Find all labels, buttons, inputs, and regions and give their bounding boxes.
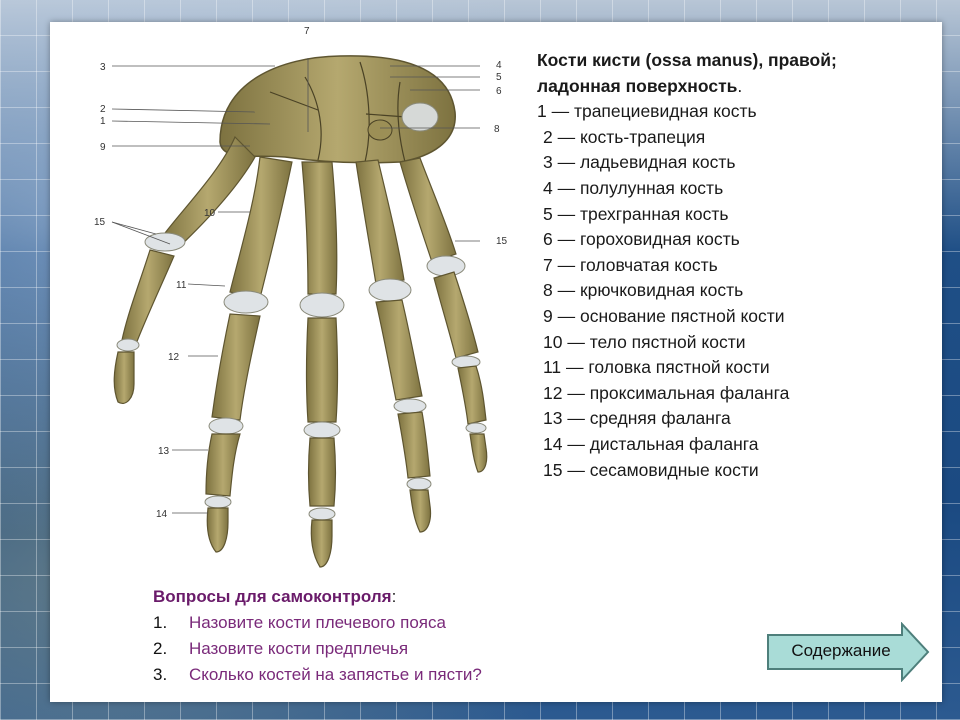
legend-item: 1 — трапециевидная кость — [537, 101, 757, 122]
diagram-label-4: 4 — [496, 60, 502, 71]
diagram-label-2: 2 — [100, 104, 106, 115]
legend-title-line1: Кости кисти (ossa manus), правой; — [537, 50, 837, 70]
index-finger-bones — [204, 156, 293, 553]
questions-title: Вопросы для самоконтроля: — [153, 587, 397, 606]
diagram-label-14: 14 — [156, 509, 168, 520]
legend-item: 4 — полулунная кость — [543, 177, 724, 198]
diagram-label-10: 10 — [204, 208, 216, 219]
legend-item: 5 — трехгранная кость — [543, 203, 729, 224]
diagram-label-3: 3 — [100, 62, 106, 73]
pisiform-bone — [367, 119, 393, 141]
diagram-label-11: 11 — [176, 280, 187, 291]
diagram-label-9: 9 — [100, 142, 106, 153]
slide-panel: 7 3 4 5 6 2 1 8 9 10 15 15 11 12 13 14 К… — [50, 22, 942, 702]
diagram-label-6: 6 — [496, 86, 502, 97]
self-check-questions: Вопросы для самоконтроля: 1.Назовите кос… — [153, 584, 653, 688]
diagram-label-15-left: 15 — [94, 217, 106, 228]
legend-item: 2 — кость-трапеция — [543, 126, 706, 147]
contents-button[interactable]: Содержание — [766, 622, 930, 682]
question-item: 1.Назовите кости плечевого пояса — [153, 613, 446, 632]
diagram-label-1: 1 — [100, 116, 106, 127]
legend-item: 15 — сесамовидные кости — [543, 459, 759, 480]
bones-legend: Кости кисти (ossa manus), правой; ладонн… — [537, 48, 927, 483]
contents-button-label: Содержание — [791, 641, 891, 660]
diagram-label-12: 12 — [168, 352, 180, 363]
legend-item: 10 — тело пястной кости — [543, 331, 746, 352]
hand-bones-illustration: 7 3 4 5 6 2 1 8 9 10 15 15 11 12 13 14 — [94, 26, 508, 568]
legend-item: 8 — крючковидная кость — [543, 280, 744, 301]
little-finger-bones — [399, 157, 488, 473]
legend-item: 12 — проксимальная фаланга — [543, 382, 790, 403]
legend-item: 3 — ладьевидная кость — [543, 152, 736, 173]
thumb-bones — [113, 135, 256, 404]
cartilage-cap — [401, 102, 439, 132]
legend-list: 1 — трапециевидная кость 2 — кость-трапе… — [537, 99, 927, 483]
legend-item: 14 — дистальная фаланга — [543, 433, 759, 454]
legend-item: 11 — головка пястной кости — [543, 357, 770, 378]
ring-finger-bones — [355, 159, 432, 533]
legend-item: 9 — основание пястной кости — [543, 305, 785, 326]
diagram-label-13: 13 — [158, 446, 170, 457]
legend-title-suffix: . — [737, 75, 743, 96]
middle-finger-bones — [299, 161, 345, 568]
diagram-label-8: 8 — [494, 124, 500, 135]
questions-list: 1.Назовите кости плечевого пояса 2.Назов… — [153, 610, 653, 688]
diagram-label-5: 5 — [496, 72, 502, 83]
question-item: 3.Сколько костей на запястье и пясти? — [153, 665, 482, 684]
question-item: 2.Назовите кости предплечья — [153, 639, 409, 658]
diagram-label-15-right: 15 — [496, 236, 508, 247]
legend-item: 6 — гороховидная кость — [543, 229, 740, 250]
legend-item: 13 — средняя фаланга — [543, 408, 731, 429]
legend-title-line2: ладонная поверхность — [537, 75, 738, 96]
diagram-label-7: 7 — [304, 26, 310, 37]
legend-title: Кости кисти (ossa manus), правой; ладонн… — [537, 48, 927, 99]
leader-lines — [111, 58, 480, 514]
legend-item: 7 — головчатая кость — [543, 254, 718, 275]
arrow-right-icon — [767, 622, 930, 682]
